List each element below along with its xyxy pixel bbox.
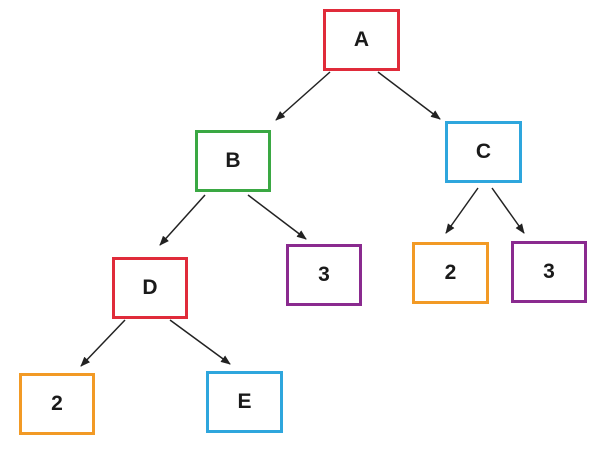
edge-a-c bbox=[377, 71, 441, 120]
node-e-label: E bbox=[237, 390, 252, 413]
node-e: E bbox=[206, 371, 283, 433]
node-d-label: D bbox=[142, 276, 158, 299]
node-d: D bbox=[112, 257, 188, 319]
edge-c-c3 bbox=[491, 187, 525, 234]
node-c-label: C bbox=[475, 140, 492, 163]
node-c2-label: 2 bbox=[444, 261, 457, 284]
node-c3-label: 3 bbox=[543, 260, 555, 283]
edge-b-d bbox=[159, 194, 206, 246]
node-b3-label: 3 bbox=[318, 263, 330, 286]
edge-d-e bbox=[169, 319, 231, 365]
node-b: B bbox=[195, 130, 271, 192]
node-d2-label: 2 bbox=[51, 392, 63, 415]
node-a: A bbox=[323, 9, 400, 71]
edge-a-b bbox=[275, 71, 331, 121]
edge-d-d2 bbox=[80, 319, 126, 367]
node-c3: 3 bbox=[511, 241, 587, 303]
edge-c-c2 bbox=[445, 187, 479, 234]
edge-b-b3 bbox=[247, 194, 307, 240]
node-c2: 2 bbox=[412, 242, 489, 304]
node-c: C bbox=[445, 121, 522, 183]
node-a-label: A bbox=[353, 28, 370, 51]
node-b-label: B bbox=[225, 149, 241, 172]
node-b3: 3 bbox=[286, 244, 362, 306]
node-d2: 2 bbox=[19, 373, 95, 435]
